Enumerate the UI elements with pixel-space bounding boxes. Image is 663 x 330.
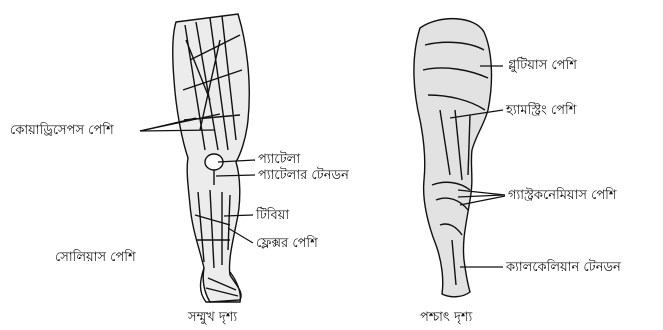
label-patella: প্যাটেলা bbox=[258, 152, 300, 168]
label-soleus: সোলিয়াস পেশি bbox=[55, 250, 136, 266]
label-quadriceps: কোয়াড্রিসেপস পেশি bbox=[10, 123, 114, 139]
label-calcaneal-tendon: ক্যালকেলিয়ান টেনডন bbox=[506, 260, 621, 276]
back-leg bbox=[414, 19, 492, 297]
label-patellar-tendon: প্যাটেলার টেনডন bbox=[258, 168, 349, 184]
label-gluteus: গ্লুটিয়াস পেশি bbox=[508, 58, 577, 74]
caption-back-view: পশ্চাৎ দৃশ্য bbox=[420, 310, 472, 326]
label-gastrocnemius: গ্যাস্ট্রকনেমিয়াস পেশি bbox=[508, 188, 617, 204]
label-tibia: টিবিয়া bbox=[256, 208, 289, 224]
caption-front-view: সম্মুখ দৃশ্য bbox=[188, 310, 237, 326]
label-hamstring: হ্যামস্ট্রিং পেশি bbox=[506, 103, 576, 119]
label-flexor: ফ্লেক্সর পেশি bbox=[256, 236, 318, 252]
front-leg bbox=[173, 14, 250, 302]
